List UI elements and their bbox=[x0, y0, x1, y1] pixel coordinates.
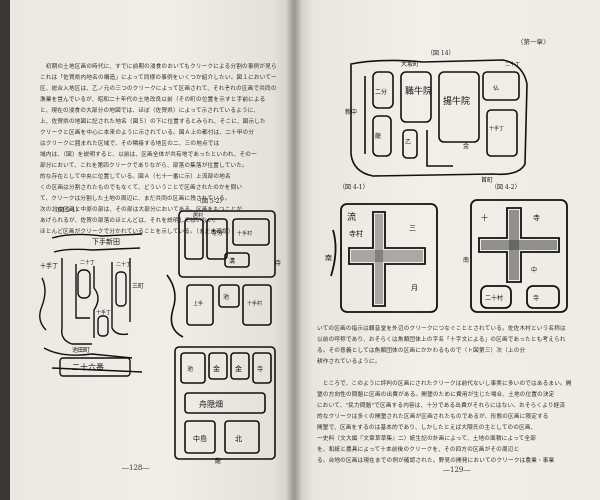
left-map2-label: 池 bbox=[187, 365, 193, 373]
left-map2-label: 寺分 bbox=[211, 229, 223, 237]
left-map2-label: 池 bbox=[223, 293, 229, 301]
left-page: 初期の土地区画の時代に、すでに前期の浸食のおいてもクリークによる分割の事例が見ら… bbox=[10, 0, 295, 500]
text-line: と、現在の浸食の大部分の地図では、ほぼ（佐賀県）によって示されているように、 bbox=[40, 108, 260, 114]
left-figure-b-label: （図 5-2） bbox=[196, 198, 226, 205]
left-map2-label: 龍 bbox=[215, 457, 221, 465]
text-line: 上、佐賀県の地図に記された地名（図５）の下に位置するとみられ、そこに、図示した bbox=[40, 119, 266, 125]
left-map-label: 三町 bbox=[132, 283, 144, 290]
text-line: 一史料（文大編『文章草草集』二）統生記の計画によって、土地の面積によって全部 bbox=[317, 436, 536, 442]
right-page-number: ―129― bbox=[443, 466, 471, 474]
left-map2-label: 金 bbox=[213, 364, 220, 373]
right-top-map-label: 乙 bbox=[405, 139, 411, 146]
right-mid-left-map: 流 寺村 三 月 南 bbox=[325, 203, 438, 313]
left-map-figure: 下手新田 十手丁 二十丁 二十丁 三町 池田町 二十六番 十手丁 bbox=[39, 233, 144, 377]
text-line: あげられるが、佐賀の部落のほとんどは、それを説明してはいない。 bbox=[40, 218, 220, 224]
right-top-map-label: 二十丁 bbox=[505, 61, 520, 68]
right-top-map-figure: 大坂町 新中 二分 職牛院 揚牛院 乙 金 十手丁 龍 仏 二十丁 首町 bbox=[345, 59, 528, 184]
left-map-label: 十手丁 bbox=[40, 262, 58, 270]
text-line: 漁業を営んでいるが、昭和二十年代の土地改良以前（その町の位置を示すと手前による bbox=[40, 97, 266, 103]
right-top-map-label: 仏 bbox=[493, 85, 499, 92]
text-line: る。台地の区画は現在までの例が確認された。野見の開発においてのクリークは農業・事… bbox=[317, 458, 555, 464]
text-line: 初期の土地区画の時代に、すでに前期の浸食のおいてもクリークによる分割の事例が見ら… bbox=[40, 64, 276, 70]
right-top-map-label: 金 bbox=[463, 142, 469, 150]
left-map2-label: 居村 bbox=[193, 212, 203, 219]
text-line bbox=[317, 368, 579, 379]
right-mid-right-map-label: 中 bbox=[531, 266, 537, 274]
right-top-map-label: 新中 bbox=[345, 108, 357, 116]
text-line: において、"民力問題"で区画する内容は、十分である出費がそれらにはない。おそらく… bbox=[317, 403, 566, 409]
text-line: 耕作されているように。 bbox=[317, 359, 381, 365]
right-mid-left-map-label: 寺村 bbox=[349, 229, 363, 238]
text-line: 開墾で、区画をするのは基本的であり、しかしたとえば大隈氏の主としてのの区画、 bbox=[317, 425, 537, 431]
right-top-map-label: 揚牛院 bbox=[443, 95, 470, 107]
book-gutter bbox=[286, 0, 302, 500]
right-page: 〈第一章〉 （図 14） 大坂町 新中 二分 職牛院 揚牛院 乙 金 bbox=[295, 0, 600, 500]
left-map-label: 池田町 bbox=[72, 346, 90, 354]
text-line: を、和紙と農具によって十本前後のクリークを、その四方の区画がその周辺と bbox=[317, 447, 520, 453]
left-figure-label: （図 5-1） bbox=[52, 207, 82, 214]
right-paragraph: いての区画の指示は観音堂を外辺のクリークにつなぐこととされている。佐佐木村という… bbox=[317, 324, 579, 467]
left-map-label: 十手丁 bbox=[96, 309, 111, 316]
left-map2-label: 上手 bbox=[193, 300, 203, 307]
left-map2-label: 十手村 bbox=[247, 300, 262, 307]
text-line: 墾の方向性の問題に区画の出費がある。開墾のために費用が生じた場合、土地の位置の決… bbox=[317, 392, 555, 398]
left-map2-label: 舟隠畑 bbox=[199, 399, 223, 409]
text-line: くの区画は分割されたものでもなくて、どういうことで区画されたのかを問い bbox=[40, 185, 243, 191]
text-line: これは「佐賀県内地名の構造」によって同様の事例をいくつか紹介したい。図１において… bbox=[40, 75, 276, 81]
text-line: 域内は、（図）を説明すると、以前は、区画全体が共有地であったといわれ、その一 bbox=[40, 152, 257, 158]
right-figure-top-label: （図 14） bbox=[427, 50, 455, 57]
text-line: 区、総合入地区は、乙ノ元の三つのクリークによって区画されて、それぞれの区画で共同… bbox=[40, 86, 276, 92]
left-map-label: 二十丁 bbox=[116, 261, 131, 268]
right-top-map-label: 龍 bbox=[375, 132, 381, 140]
text-line: はクリークに囲まれた区域で、その隣接する地区の二、三の地点では bbox=[40, 141, 220, 147]
left-map2-label: 寺 bbox=[275, 259, 281, 267]
left-page-number: ―128― bbox=[122, 464, 150, 472]
left-map2-label: 中島 bbox=[193, 434, 207, 443]
chapter-label: 〈第一章〉 bbox=[517, 38, 550, 46]
right-figure-mid-left-label: （図 4-1） bbox=[339, 184, 369, 191]
left-paragraph: 初期の土地区画の時代に、すでに前期の浸食のおいてもクリークによる分割の事例が見ら… bbox=[40, 62, 276, 238]
right-mid-left-map-label: 三 bbox=[409, 224, 416, 232]
right-mid-right-map: 十 寺 中 二十村 南 寺 bbox=[463, 199, 568, 313]
right-top-map-label: 二分 bbox=[375, 88, 387, 96]
right-mid-left-map-label: 月 bbox=[411, 284, 418, 292]
right-top-map-label: 首町 bbox=[481, 176, 493, 184]
text-line: 以前の呼称であり、おそらくは魚類団体上の字名「十字文による」の区画であったとも考… bbox=[317, 337, 566, 343]
right-mid-right-map-label: 南 bbox=[463, 256, 469, 264]
text-line: ほとんど区画がクリークで分かれていることを示している。（まだ未確認） bbox=[40, 229, 234, 235]
right-mid-right-map-label: 寺 bbox=[533, 294, 539, 302]
left-map-label: 二十六番 bbox=[72, 362, 104, 372]
right-mid-left-map-label: 流 bbox=[347, 211, 356, 223]
right-mid-right-map-label: 十 bbox=[481, 213, 488, 222]
right-top-map-label: 十手丁 bbox=[489, 125, 504, 132]
left-map-label: 二十丁 bbox=[80, 259, 95, 266]
right-top-map-label: 職牛院 bbox=[405, 85, 432, 97]
right-figure-mid-right-label: （図 4-2） bbox=[491, 184, 521, 191]
left-map2-label: 寺 bbox=[257, 365, 263, 373]
left-map-label: 下手新田 bbox=[92, 237, 120, 246]
left-map2-label: 十手村 bbox=[237, 230, 252, 237]
right-mid-right-map-label: 二十村 bbox=[485, 294, 503, 302]
text-line: クリークと区画を中心に本来のように示されている。図Ａ上の都付は、二十甲の分 bbox=[40, 130, 255, 136]
left-map2-label: 北 bbox=[235, 435, 242, 443]
right-mid-left-map-label: 南 bbox=[325, 253, 332, 262]
text-line: 的な存在として中央に位置している。図Ａ（七十一番に示）上流部の地名 bbox=[40, 174, 231, 180]
text-line: る。その意義としては魚類団体の区画にかかわるもので（ト図第三）次（上の分 bbox=[317, 348, 526, 354]
right-mid-right-map-label: 寺 bbox=[533, 214, 540, 222]
text-line: 的なクリークは多くの開墾された区画が区画されたものであるが、形態の区画に限定する bbox=[317, 414, 549, 420]
text-line: て、クリークは分割した土地の周辺に、まだ共同の区画に残されている。 bbox=[40, 196, 231, 202]
text-line: いての区画の指示は観音堂を外辺のクリークにつなぐこととされている。佐佐木村という… bbox=[317, 326, 566, 332]
text-line: 部分において、これを第四クリークでありながら、部落の集落が位置していた。 bbox=[40, 163, 248, 169]
left-map-figure-2: 居村 寺分 十手村 溝 池 十手村 上手 寺 金 金 池 寺 舟隠畑 中島 北 … bbox=[166, 210, 281, 465]
left-map2-label: 金 bbox=[235, 364, 242, 373]
text-line: 次の北の区画と中原の部は、その部は大部分においてある。区画をもつことが bbox=[40, 207, 243, 213]
left-map2-label: 溝 bbox=[229, 257, 235, 265]
right-top-map-label: 大坂町 bbox=[401, 60, 419, 68]
text-line: ところで、このように評判の区画にされたクリークは前代ないし事実に多いのではあるま… bbox=[317, 381, 572, 387]
